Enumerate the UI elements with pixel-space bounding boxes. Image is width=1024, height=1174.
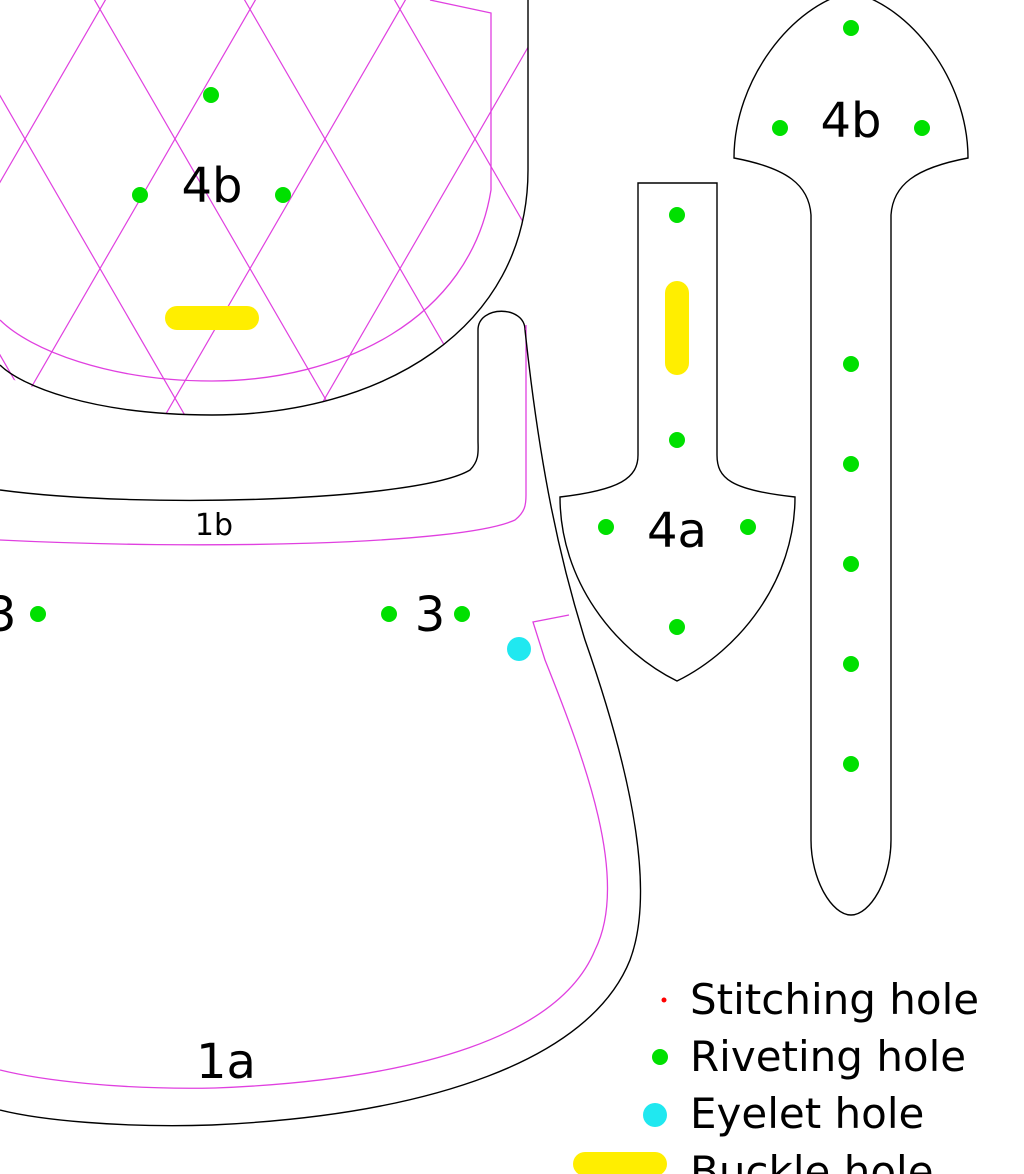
piece-1b-outline bbox=[0, 310, 526, 502]
buckle-hole bbox=[665, 281, 689, 375]
piece-4a-label: 4a bbox=[647, 503, 707, 559]
pocket-stitch-line bbox=[0, 0, 492, 382]
riveting-hole bbox=[843, 756, 859, 772]
riveting-hole bbox=[843, 356, 859, 372]
riveting-hole bbox=[203, 87, 219, 103]
legend-buckle-hole: Buckle hole bbox=[690, 1147, 934, 1174]
riveting-hole bbox=[843, 20, 859, 36]
piece-4b-strap: 4b bbox=[733, 0, 969, 916]
piece-1a: 1a 3 3 bbox=[0, 329, 642, 1127]
piece-4b-pocket-label: 4b bbox=[181, 158, 242, 214]
riveting-hole bbox=[132, 187, 148, 203]
riveting-hole bbox=[669, 619, 685, 635]
legend: Stitching hole Riveting hole Eyelet hole… bbox=[573, 975, 979, 1174]
riveting-hole bbox=[669, 207, 685, 223]
piece-1a-outline bbox=[0, 329, 642, 1127]
piece-1b: 1b bbox=[0, 310, 527, 546]
marker-3-right: 3 bbox=[415, 587, 446, 643]
riveting-hole bbox=[454, 606, 470, 622]
riveting-hole bbox=[843, 556, 859, 572]
piece-4b-strap-label: 4b bbox=[820, 93, 881, 149]
eyelet-hole-icon bbox=[643, 1103, 667, 1127]
riveting-hole bbox=[740, 519, 756, 535]
eyelet-hole bbox=[507, 637, 531, 661]
pocket-outline bbox=[0, 0, 529, 416]
legend-eyelet-hole: Eyelet hole bbox=[690, 1089, 924, 1138]
riveting-hole bbox=[30, 606, 46, 622]
riveting-hole bbox=[772, 120, 788, 136]
buckle-hole-icon bbox=[573, 1152, 667, 1174]
piece-1b-stitch-line bbox=[0, 325, 527, 546]
riveting-hole bbox=[598, 519, 614, 535]
stitching-hole-icon bbox=[661, 997, 667, 1003]
piece-1a-label: 1a bbox=[196, 1034, 256, 1090]
legend-riveting-hole: Riveting hole bbox=[690, 1032, 966, 1081]
riveting-hole bbox=[843, 656, 859, 672]
buckle-hole bbox=[165, 306, 259, 330]
riveting-hole bbox=[381, 606, 397, 622]
riveting-hole bbox=[843, 456, 859, 472]
riveting-hole bbox=[669, 432, 685, 448]
piece-4a-outline bbox=[559, 182, 796, 682]
riveting-hole bbox=[914, 120, 930, 136]
piece-1a-stitch-line bbox=[0, 614, 609, 1089]
riveting-hole bbox=[275, 187, 291, 203]
marker-3-left: 3 bbox=[0, 587, 17, 643]
piece-4a: 4a bbox=[559, 182, 796, 682]
piece-1b-label: 1b bbox=[195, 508, 233, 543]
legend-stitching-hole: Stitching hole bbox=[690, 975, 979, 1024]
riveting-hole-icon bbox=[652, 1049, 668, 1065]
